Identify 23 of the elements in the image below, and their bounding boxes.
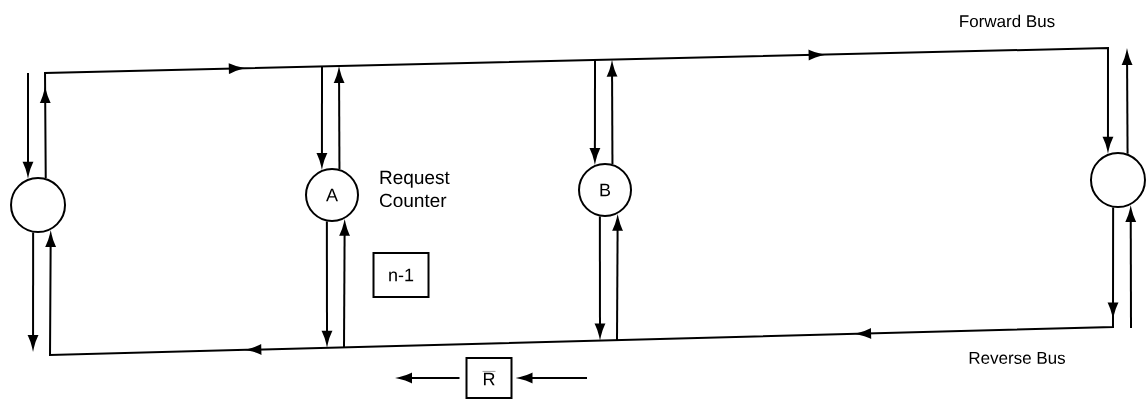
arrow bbox=[1125, 208, 1136, 329]
request-box: $\overline{\mathrm{R}}$ bbox=[465, 357, 513, 399]
arrow bbox=[28, 231, 38, 349]
arrow bbox=[317, 65, 327, 167]
arrow bbox=[612, 217, 623, 342]
counter-label: Request Counter bbox=[379, 170, 450, 208]
counter-box: n-1 bbox=[372, 252, 430, 298]
bus-label: Reverse Bus bbox=[969, 352, 1065, 364]
arrow bbox=[519, 373, 588, 383]
bus-line bbox=[45, 206, 1118, 356]
bus-label: Forward Bus bbox=[960, 14, 1055, 28]
arrow bbox=[23, 72, 33, 176]
station-circle bbox=[10, 177, 66, 233]
arrow bbox=[595, 215, 605, 337]
arrow bbox=[590, 59, 600, 162]
bus-line bbox=[40, 46, 1113, 180]
station-circle bbox=[1090, 152, 1146, 208]
arrow bbox=[334, 69, 344, 171]
arrow bbox=[607, 63, 617, 166]
arrow bbox=[1122, 51, 1132, 155]
arrow bbox=[322, 220, 332, 344]
arrow bbox=[398, 373, 461, 383]
arrow bbox=[339, 222, 350, 349]
